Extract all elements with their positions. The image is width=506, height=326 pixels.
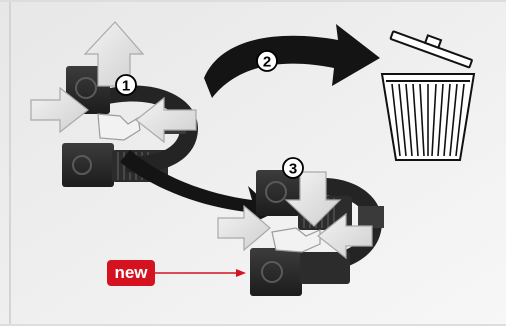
push-left-arrow-right-side bbox=[135, 96, 197, 144]
new-badge: new bbox=[107, 260, 155, 286]
old-lower-housing bbox=[62, 143, 114, 187]
old-release-clip bbox=[97, 113, 141, 141]
old-upper-socket bbox=[75, 77, 97, 99]
step-1-marker: 1 bbox=[115, 74, 137, 96]
step-2-number: 2 bbox=[263, 54, 271, 71]
step-2-marker: 2 bbox=[256, 50, 278, 72]
discard-arrow bbox=[204, 24, 380, 98]
step-3-number: 3 bbox=[289, 161, 297, 178]
step-3-marker: 3 bbox=[282, 157, 304, 179]
push-right-arrow-new bbox=[217, 204, 271, 252]
old-lower-socket bbox=[72, 155, 92, 175]
new-pointer-arrow bbox=[155, 269, 246, 277]
new-upper-housing bbox=[256, 170, 300, 216]
new-lower-housing bbox=[250, 248, 302, 296]
insert-new-arrow bbox=[120, 150, 276, 228]
old-frame-ring bbox=[95, 85, 198, 173]
step-1-number: 1 bbox=[122, 78, 130, 95]
trash-bin-icon bbox=[380, 30, 476, 161]
push-left-arrow-new bbox=[317, 212, 373, 260]
new-frame-ring bbox=[286, 177, 382, 271]
press-down-arrow bbox=[284, 171, 342, 227]
push-right-arrow-left-side bbox=[30, 86, 89, 134]
